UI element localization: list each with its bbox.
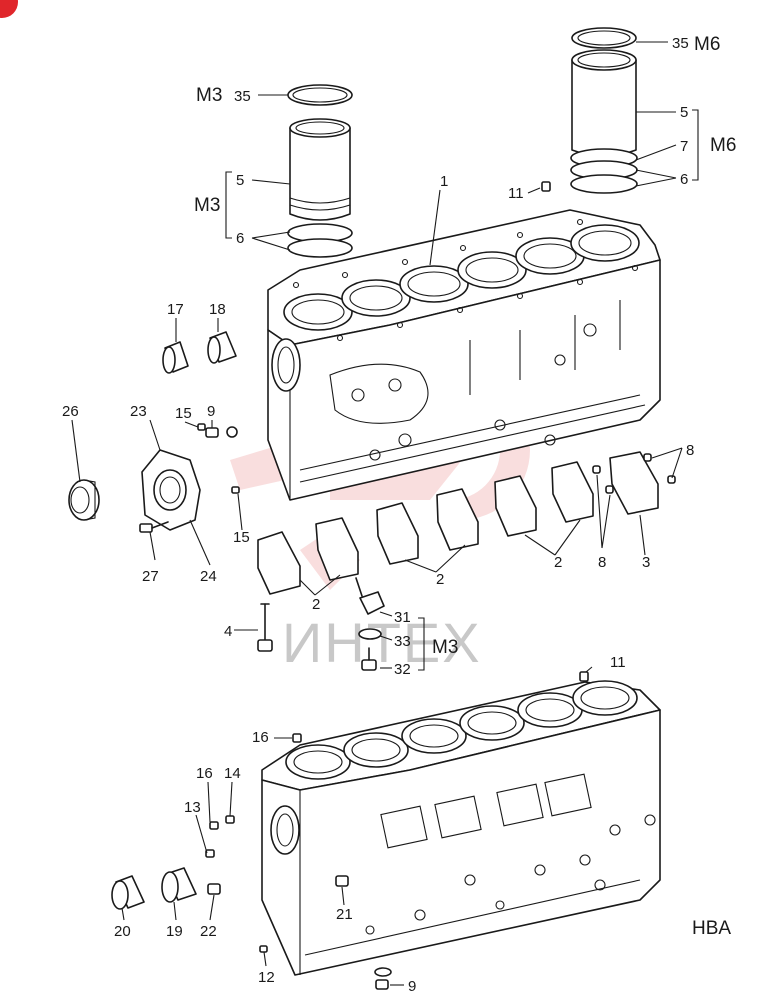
pin-12[interactable] [259,945,268,953]
callout-12: 12 [258,969,275,986]
bearing-bush-19[interactable] [161,867,197,903]
callout-labels: M3 35 5 M3 6 35 M6 5 M6 7 6 11 1 17 18 2… [62,34,736,995]
bearing-bush-18[interactable] [207,331,237,364]
pins-8[interactable] [592,453,676,494]
callout-32: 32 [394,661,411,678]
variant-label-m6-liner: M6 [710,135,736,156]
callout-8-b: 8 [686,442,694,459]
callout-26: 26 [62,403,79,420]
engine-block-top[interactable] [267,209,661,501]
plug-11-top[interactable] [541,181,551,192]
washer-33[interactable] [358,628,382,640]
callout-9-top: 9 [207,403,215,420]
callout-6-m6: 6 [680,171,688,188]
cylinder-liner-m3[interactable] [289,118,351,221]
callout-8-a: 8 [598,554,606,571]
callout-16-upper: 16 [252,729,269,746]
bearing-bush-20[interactable] [111,875,145,910]
callout-11-top: 11 [508,185,524,202]
bearing-bush-17[interactable] [162,341,189,374]
plug-11-bottom[interactable] [579,671,589,682]
bolt-27[interactable] [139,521,169,533]
callout-35-m3: 35 [234,88,251,105]
callout-13: 13 [184,799,201,816]
callout-2-b: 2 [436,571,444,588]
callout-17: 17 [167,301,184,318]
callout-14: 14 [224,765,241,782]
cylinder-liner-m6[interactable] [571,49,637,157]
front-cover-23[interactable] [141,449,201,531]
rings-m6[interactable] [570,148,638,194]
callout-23: 23 [130,403,147,420]
plug-16-upper[interactable] [292,733,302,743]
callout-35-m6: 35 [672,35,689,52]
oil-jet-31[interactable] [355,577,385,615]
engine-block-bottom[interactable] [261,680,661,976]
callout-4: 4 [224,623,232,640]
seal-ring-35-m6[interactable] [571,27,637,49]
bearing-caps-2[interactable] [257,461,594,595]
callout-27: 27 [142,568,159,585]
leader-lines [71,41,699,986]
callout-2-c: 2 [554,554,562,571]
pin-15-upper[interactable] [197,423,206,431]
variant-label-m3-ring: M3 [196,85,222,106]
variant-label-m3-jet: M3 [432,637,458,658]
seal-ring-35-m3[interactable] [287,84,353,106]
callout-1: 1 [440,173,448,190]
callout-2-a: 2 [312,596,320,613]
callout-5-m6: 5 [680,104,688,121]
callout-16-lower: 16 [196,765,213,782]
seal-ring-26[interactable] [68,479,100,521]
callout-9-bottom: 9 [408,978,416,995]
screw-9-bottom[interactable] [374,967,392,990]
callout-20: 20 [114,923,131,940]
callout-24: 24 [200,568,217,585]
bearing-cap-3[interactable] [609,451,659,515]
callout-22: 22 [200,923,217,940]
callout-15-lower: 15 [233,529,250,546]
pin-15-lower[interactable] [231,486,240,494]
callout-3: 3 [642,554,650,571]
callout-19: 19 [166,923,183,940]
callout-18: 18 [209,301,226,318]
pins-13-16[interactable] [205,821,219,858]
callout-6-m3: 6 [236,230,244,247]
callout-21: 21 [336,906,353,923]
callout-11-bottom: 11 [610,654,626,671]
bolt-32[interactable] [361,647,377,671]
watermark-text: ИНТЕХ [282,611,482,674]
callout-31: 31 [394,609,411,626]
plug-21[interactable] [335,875,349,887]
callout-7: 7 [680,138,688,155]
variant-label-m6-ring: M6 [694,34,720,55]
callout-5-m3: 5 [236,172,244,189]
variant-label-m3-liner: M3 [194,195,220,216]
diagram-code: HBA [692,918,731,939]
screw-9-top[interactable] [205,426,238,438]
pin-14[interactable] [225,815,235,824]
callout-33: 33 [394,633,411,650]
corner-badge[interactable] [0,0,18,18]
plug-22[interactable] [207,883,221,895]
callout-15-upper: 15 [175,405,192,422]
o-rings-m3[interactable] [287,223,353,258]
bolt-4[interactable] [257,603,273,652]
